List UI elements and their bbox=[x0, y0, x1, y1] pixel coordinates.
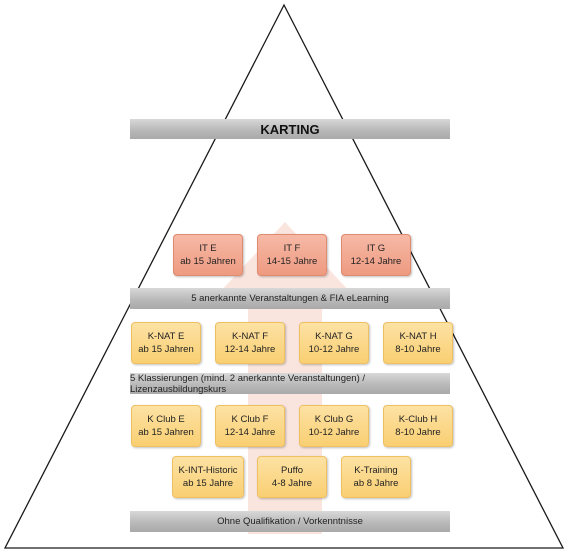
level-name: K-NAT F bbox=[231, 331, 269, 342]
level-name: K Club F bbox=[231, 414, 269, 425]
level-name: K-NAT H bbox=[399, 331, 437, 342]
level-age: 8-10 Jahre bbox=[395, 344, 441, 355]
level-age: 10-12 Jahre bbox=[308, 344, 360, 355]
level-age: 10-12 Jahre bbox=[308, 427, 360, 438]
level-box-kclub-f: K Club F 12-14 Jahre bbox=[215, 405, 285, 447]
level-box-ktraining: K-Training ab 8 Jahre bbox=[341, 456, 411, 498]
level-box-it-f: IT F 14-15 Jahre bbox=[257, 234, 327, 276]
level-age: 12-14 Jahre bbox=[224, 344, 276, 355]
level-age: 12-14 Jahre bbox=[224, 427, 276, 438]
level-name: K Club E bbox=[147, 414, 185, 425]
requirement-text: 5 anerkannte Veranstaltungen & FIA eLear… bbox=[191, 293, 389, 304]
level-name: K-Club H bbox=[398, 414, 438, 425]
level-box-knat-h: K-NAT H 8-10 Jahre bbox=[383, 322, 453, 364]
karting-title: KARTING bbox=[260, 121, 320, 137]
level-name: Puffo bbox=[280, 465, 303, 476]
level-box-kclub-g: K Club G 10-12 Jahre bbox=[299, 405, 369, 447]
requirement-bar-it: 5 anerkannte Veranstaltungen & FIA eLear… bbox=[130, 288, 450, 309]
level-name: IT F bbox=[283, 243, 301, 254]
level-box-knat-f: K-NAT F 12-14 Jahre bbox=[215, 322, 285, 364]
level-box-kclub-e: K Club E ab 15 Jahren bbox=[131, 405, 201, 447]
level-box-knat-g: K-NAT G 10-12 Jahre bbox=[299, 322, 369, 364]
level-box-it-g: IT G 12-14 Jahre bbox=[341, 234, 411, 276]
level-name: K-NAT E bbox=[147, 331, 185, 342]
level-name: K-Training bbox=[354, 465, 398, 476]
level-box-knat-e: K-NAT E ab 15 Jahren bbox=[131, 322, 201, 364]
level-age: ab 15 Jahren bbox=[138, 344, 194, 355]
level-age: 4-8 Jahre bbox=[271, 478, 313, 489]
level-age: 8-10 Jahre bbox=[395, 427, 441, 438]
level-age: ab 15 Jahren bbox=[180, 256, 236, 267]
level-name: K-INT-Historic bbox=[178, 465, 238, 476]
requirement-text: 5 Klassierungen (mind. 2 anerkannte Vera… bbox=[130, 372, 366, 395]
pyramid-outline bbox=[3, 3, 565, 549]
level-box-it-e: IT E ab 15 Jahren bbox=[173, 234, 243, 276]
level-box-kclub-h: K-Club H 8-10 Jahre bbox=[383, 405, 453, 447]
requirement-bar-knat: 5 Klassierungen (mind. 2 anerkannte Vera… bbox=[130, 372, 450, 395]
level-age: 12-14 Jahre bbox=[350, 256, 402, 267]
level-box-puffo: Puffo 4-8 Jahre bbox=[257, 456, 327, 498]
level-name: IT E bbox=[199, 243, 217, 254]
level-name: K-NAT G bbox=[315, 331, 353, 342]
level-name: K Club G bbox=[314, 414, 354, 425]
level-box-kint-historic: K-INT-Historic ab 15 Jahre bbox=[172, 456, 244, 498]
requirement-bar-base: Ohne Qualifikation / Vorkenntnisse bbox=[130, 511, 450, 532]
karting-title-bar: KARTING bbox=[130, 119, 450, 139]
level-age: 14-15 Jahre bbox=[266, 256, 318, 267]
level-age: ab 15 Jahre bbox=[182, 478, 234, 489]
level-age: ab 15 Jahren bbox=[138, 427, 194, 438]
level-name: IT G bbox=[366, 243, 386, 254]
requirement-text: Ohne Qualifikation / Vorkenntnisse bbox=[217, 516, 363, 527]
level-age: ab 8 Jahre bbox=[353, 478, 399, 489]
